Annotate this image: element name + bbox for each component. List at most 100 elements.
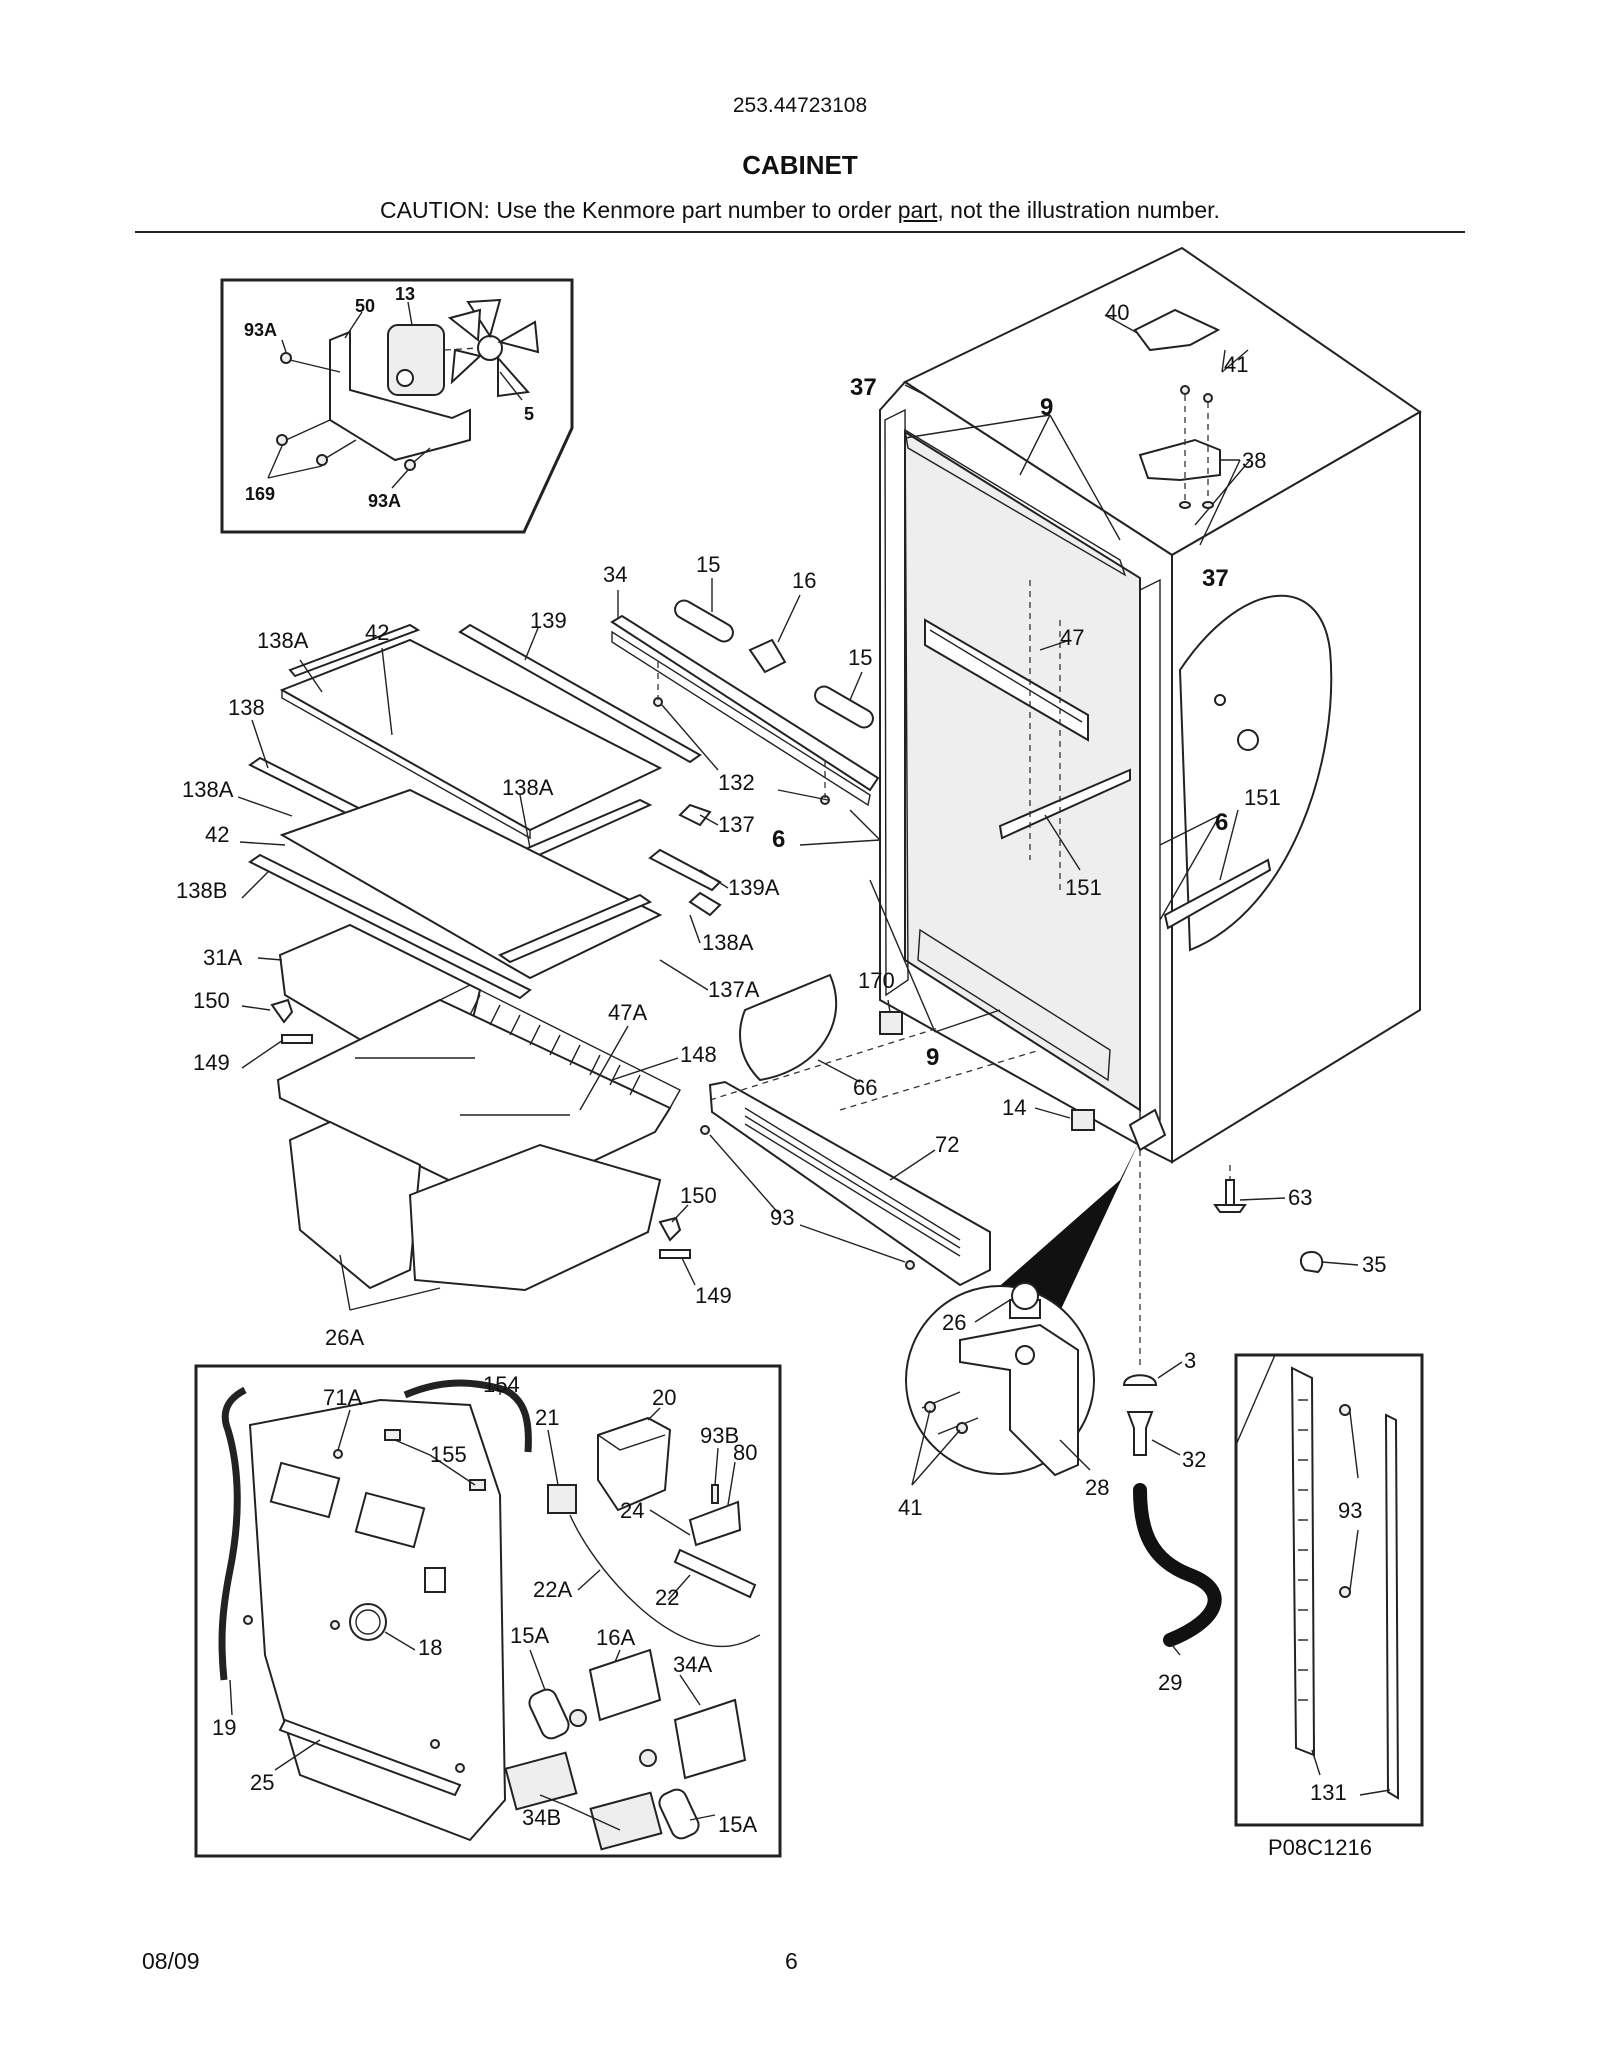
callout-63: 63 (1288, 1185, 1312, 1210)
callout-149: 149 (193, 1050, 230, 1075)
light-socket-16 (748, 638, 787, 674)
fan-motor-inset: 50 13 93A 5 169 93A (220, 278, 574, 534)
section-title: CABINET (742, 150, 858, 180)
temperature-control-21 (547, 1484, 577, 1514)
callout-138: 138 (228, 695, 265, 720)
callout-26a: 26A (325, 1325, 364, 1350)
clip-155-b (469, 1479, 486, 1491)
callout-22: 22 (655, 1585, 679, 1610)
bottom-hinge-part (1128, 1108, 1167, 1152)
crisper-drawer-26a-right (408, 1143, 662, 1292)
callout-34a: 34A (673, 1652, 712, 1677)
light-bulb-15-top (674, 599, 734, 643)
hinge-cap (1122, 1374, 1158, 1386)
shelf-trim-138a-top (288, 623, 421, 678)
control-panel-inset-frame (194, 1364, 782, 1858)
callout-149-lower: 149 (695, 1283, 732, 1308)
callout-148: 148 (680, 1042, 717, 1067)
shelf-assembly: 138A 42 139 138 138A 138A 42 138B 137 13… (176, 608, 780, 1350)
callout-15a-right: 15A (718, 1812, 757, 1837)
callout-41: 41 (1224, 352, 1248, 377)
figure-code: P08C1216 (1268, 1835, 1372, 1860)
callout-170: 170 (858, 968, 895, 993)
callout-151-center: 151 (1065, 875, 1102, 900)
callout-138a-right: 138A (702, 930, 754, 955)
light-shield-66 (739, 973, 838, 1082)
fan-motor (387, 324, 445, 396)
light-housing-34a (673, 1698, 747, 1780)
callout-138a-top: 138A (257, 628, 309, 653)
callout-16a: 16A (596, 1625, 635, 1650)
thermostat-knob-18 (349, 1603, 387, 1641)
hinge-bracket (959, 1323, 1079, 1477)
callout-150: 150 (193, 988, 230, 1013)
door-switch (1071, 1109, 1095, 1131)
shelf-clip-137a (688, 891, 722, 917)
fan-blade (447, 298, 540, 398)
flat-rail (1384, 1413, 1400, 1800)
callout-9-top: 9 (1040, 394, 1053, 421)
callout-42-top: 42 (365, 620, 389, 645)
callout-13: 13 (395, 284, 415, 304)
drain-tube (1133, 1483, 1222, 1647)
toe-grille-72 (708, 1080, 991, 1287)
light-bulb-15a-left (528, 1688, 570, 1740)
callout-15-lower: 15 (848, 645, 872, 670)
callout-150-lower: 150 (680, 1183, 717, 1208)
callout-155: 155 (430, 1442, 467, 1467)
shelf-trim-138b (248, 853, 532, 1000)
callout-25: 25 (250, 1770, 274, 1795)
callout-138a-left: 138A (182, 777, 234, 802)
callout-9-bottom: 9 (926, 1044, 939, 1071)
panel-window-2 (354, 1491, 426, 1549)
callout-37-right: 37 (1202, 565, 1229, 592)
panel-handle-slot (278, 1718, 462, 1797)
callout-41-hinge: 41 (898, 1495, 922, 1520)
top-hinge-cover (1133, 308, 1221, 352)
callout-132: 132 (718, 770, 755, 795)
crisper-cover-louvers (469, 994, 641, 1096)
callout-29: 29 (1158, 1670, 1182, 1695)
callout-138a-center: 138A (502, 775, 554, 800)
callout-21: 21 (535, 1405, 559, 1430)
clip-155-a (384, 1429, 401, 1441)
humidity-control-150 (270, 998, 294, 1024)
callout-131: 131 (1310, 1780, 1347, 1805)
shelf-support-47 (924, 618, 1089, 742)
callout-37-top: 37 (850, 374, 877, 401)
slide-149-lower (659, 1249, 691, 1259)
model-number: 253.44723108 (732, 94, 868, 117)
callout-93b: 93B (700, 1423, 739, 1448)
caution-underlined-word: part (897, 197, 938, 223)
control-panel-inset: 71A 154 21 20 93B 155 80 24 22A 22 18 15… (194, 1364, 782, 1858)
callout-18: 18 (418, 1635, 442, 1660)
fan-bracket (329, 330, 471, 462)
footer-date: 08/09 (142, 1948, 200, 1974)
shelf-rail-inset: 93 131 P08C1216 (1234, 1353, 1424, 1860)
shelf-frame-139a (648, 848, 722, 892)
rail-22 (673, 1548, 757, 1599)
callout-139a: 139A (728, 875, 780, 900)
caution-suffix: , not the illustration number. (937, 197, 1220, 223)
header-rule (135, 231, 1465, 233)
drain-grommet (1126, 1411, 1154, 1456)
callout-19: 19 (212, 1715, 236, 1740)
fan-inset-frame (220, 278, 574, 534)
shelf-frame-139 (458, 623, 702, 764)
callout-22a: 22A (533, 1577, 572, 1602)
caution-note: CAUTION: Use the Kenmore part number to … (0, 197, 1600, 224)
callout-6-right: 6 (1215, 809, 1228, 836)
bracket-80 (688, 1500, 742, 1547)
wire-clip (1299, 1250, 1324, 1274)
callout-47: 47 (1060, 625, 1084, 650)
slide-149 (281, 1034, 313, 1044)
callout-40: 40 (1105, 300, 1129, 325)
screw-93b (711, 1484, 719, 1504)
toe-grille-slots (744, 1107, 961, 1257)
crisper-drawer-26a-left (288, 1120, 422, 1290)
callout-169: 169 (245, 484, 275, 504)
callout-32: 32 (1182, 1447, 1206, 1472)
callout-15-top: 15 (696, 552, 720, 577)
callout-93a-bottom: 93A (368, 491, 401, 511)
callout-80: 80 (733, 1440, 757, 1465)
